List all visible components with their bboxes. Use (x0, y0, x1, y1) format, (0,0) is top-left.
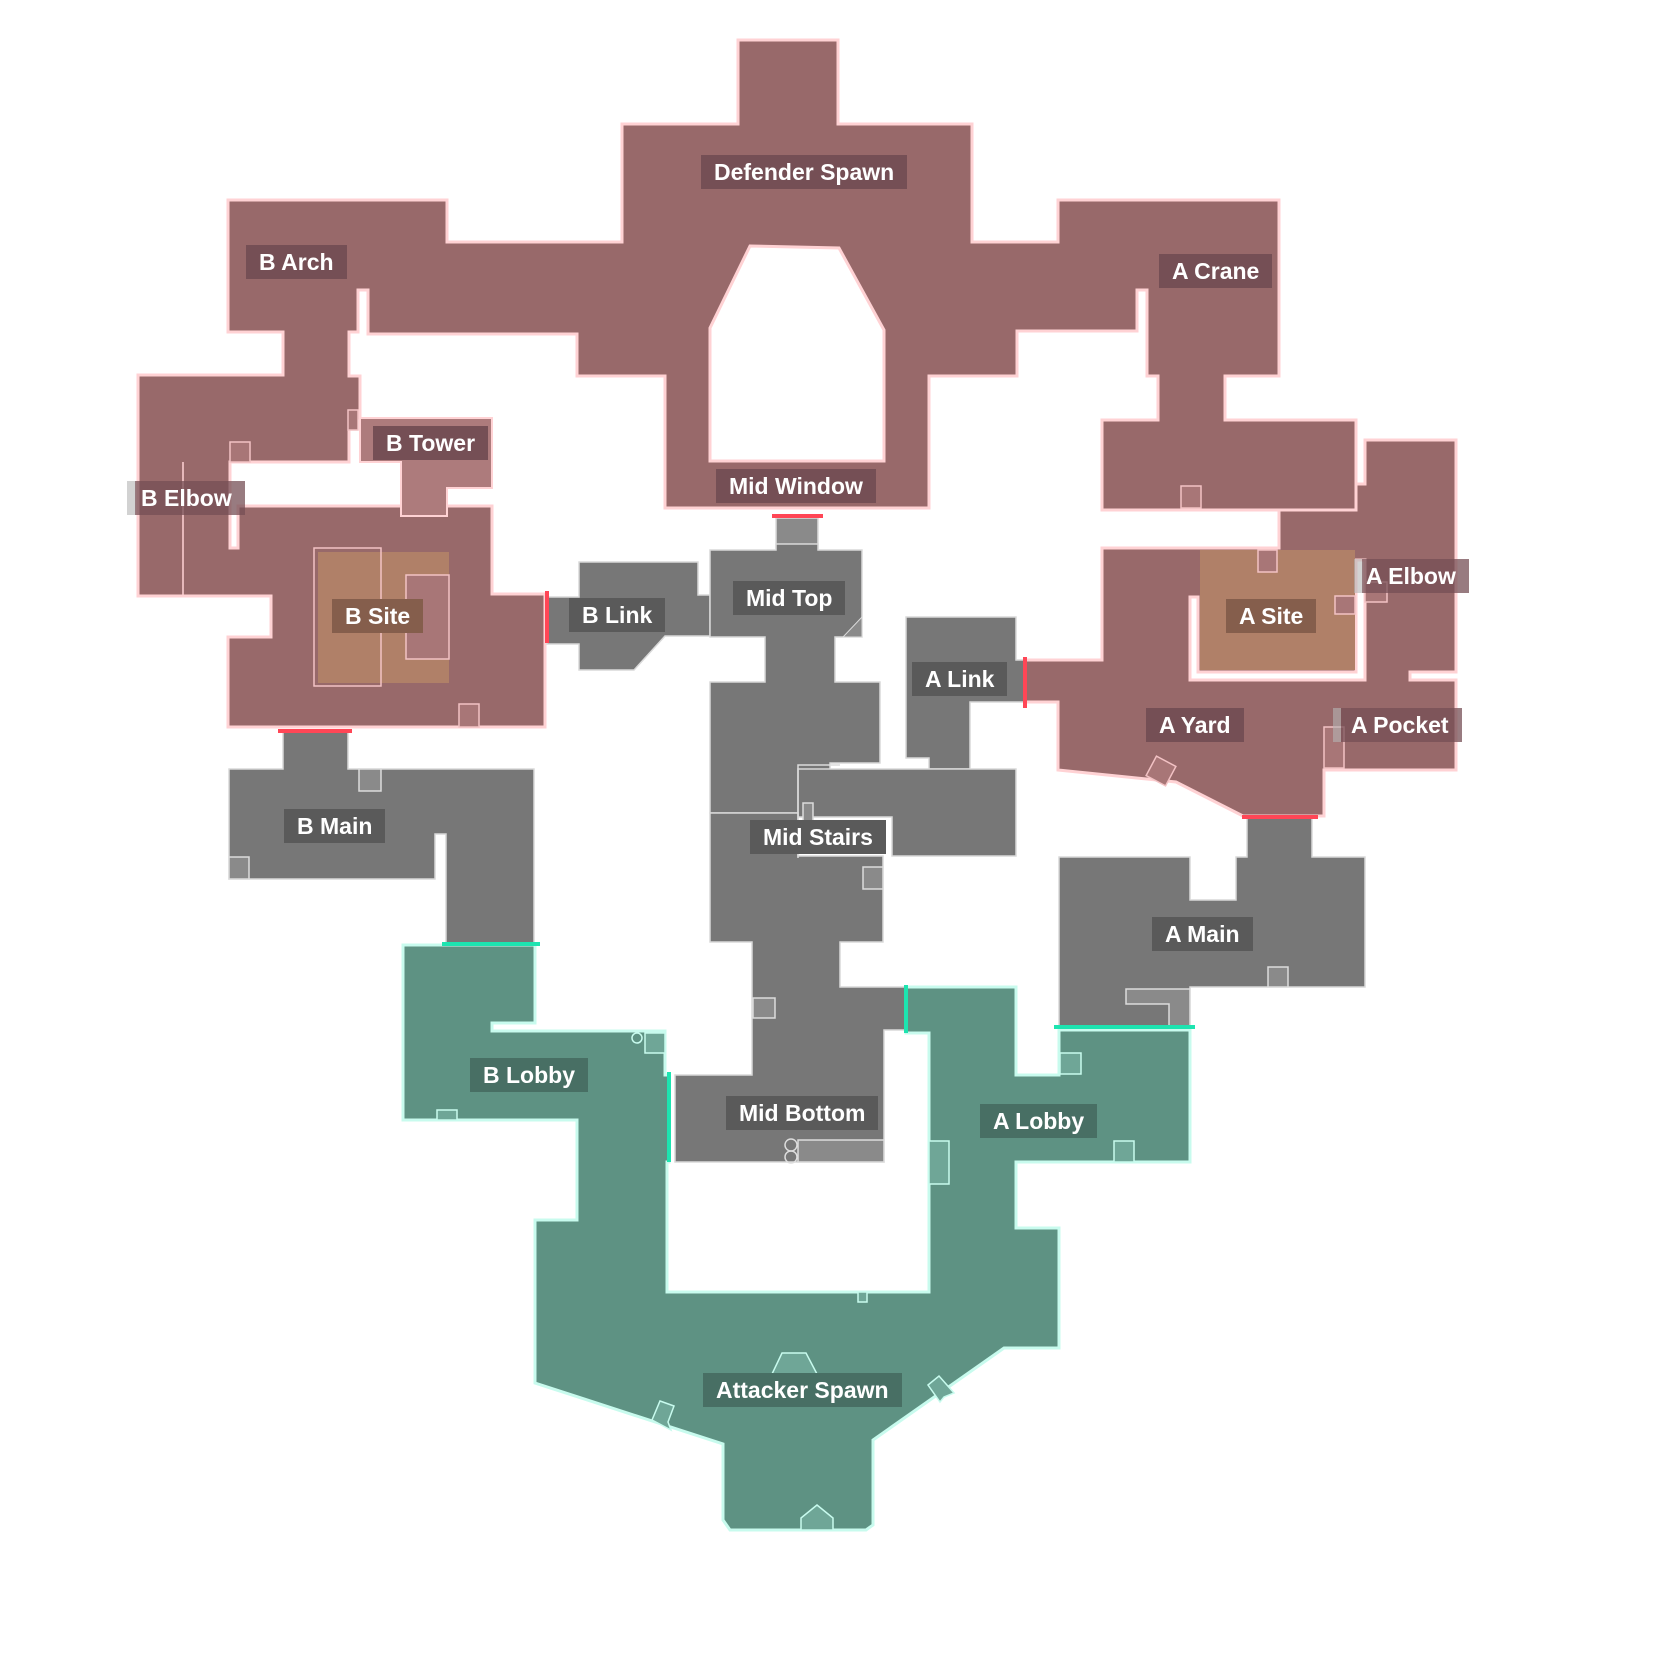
crate (358, 768, 382, 792)
crate (436, 1109, 458, 1121)
callout-b-site: B Site (332, 599, 424, 633)
callout-a-site: A Site (1226, 599, 1317, 633)
callout-mid-window: Mid Window (716, 469, 876, 503)
spawn-barrier (651, 1400, 675, 1432)
callout-b-elbow: B Elbow (135, 481, 245, 515)
callout-mid-stairs: Mid Stairs (750, 820, 886, 854)
crate (928, 1140, 950, 1185)
spawn-barrier (800, 1504, 834, 1531)
crate (857, 1291, 868, 1303)
crate (458, 703, 480, 728)
crate (1334, 595, 1356, 615)
crate (797, 1139, 885, 1163)
callout-b-link: B Link (569, 598, 666, 632)
callout-b-lobby: B Lobby (470, 1058, 588, 1092)
callout-a-pocket: A Pocket (1341, 708, 1462, 742)
callout-a-lobby: A Lobby (980, 1104, 1098, 1138)
callout-attacker-spawn: Attacker Spawn (703, 1373, 902, 1407)
crate (1113, 1140, 1135, 1163)
barriers (278, 514, 1318, 1162)
crate (1267, 966, 1289, 988)
crate (1059, 1052, 1082, 1075)
crate (862, 866, 884, 890)
callout-b-tower: B Tower (373, 426, 489, 460)
crate (644, 1032, 666, 1054)
attacker-zone (401, 943, 1192, 1532)
a-site-ledge (1188, 558, 1367, 682)
crate (228, 856, 250, 880)
crate (1257, 549, 1278, 573)
callout-mid-bottom: Mid Bottom (726, 1096, 879, 1130)
callout-a-main: A Main (1152, 917, 1253, 951)
crate (1180, 485, 1202, 509)
spawn-barrier (926, 1374, 956, 1404)
callout-b-arch: B Arch (246, 245, 347, 279)
crate (752, 997, 776, 1019)
callout-a-elbow: A Elbow (1362, 559, 1469, 593)
callout-a-link: A Link (912, 662, 1008, 696)
crate (1145, 755, 1177, 787)
crate (229, 441, 251, 463)
crate (347, 409, 359, 431)
callout-b-main: B Main (284, 809, 386, 843)
callout-mid-top: Mid Top (733, 581, 846, 615)
callout-a-crane: A Crane (1159, 254, 1273, 288)
crate (1323, 726, 1345, 769)
b-lobby-area (401, 943, 1192, 1532)
callout-a-yard: A Yard (1146, 708, 1244, 742)
defender-spawn-hole (708, 244, 886, 463)
callout-defender-spawn: Defender Spawn (701, 155, 908, 189)
